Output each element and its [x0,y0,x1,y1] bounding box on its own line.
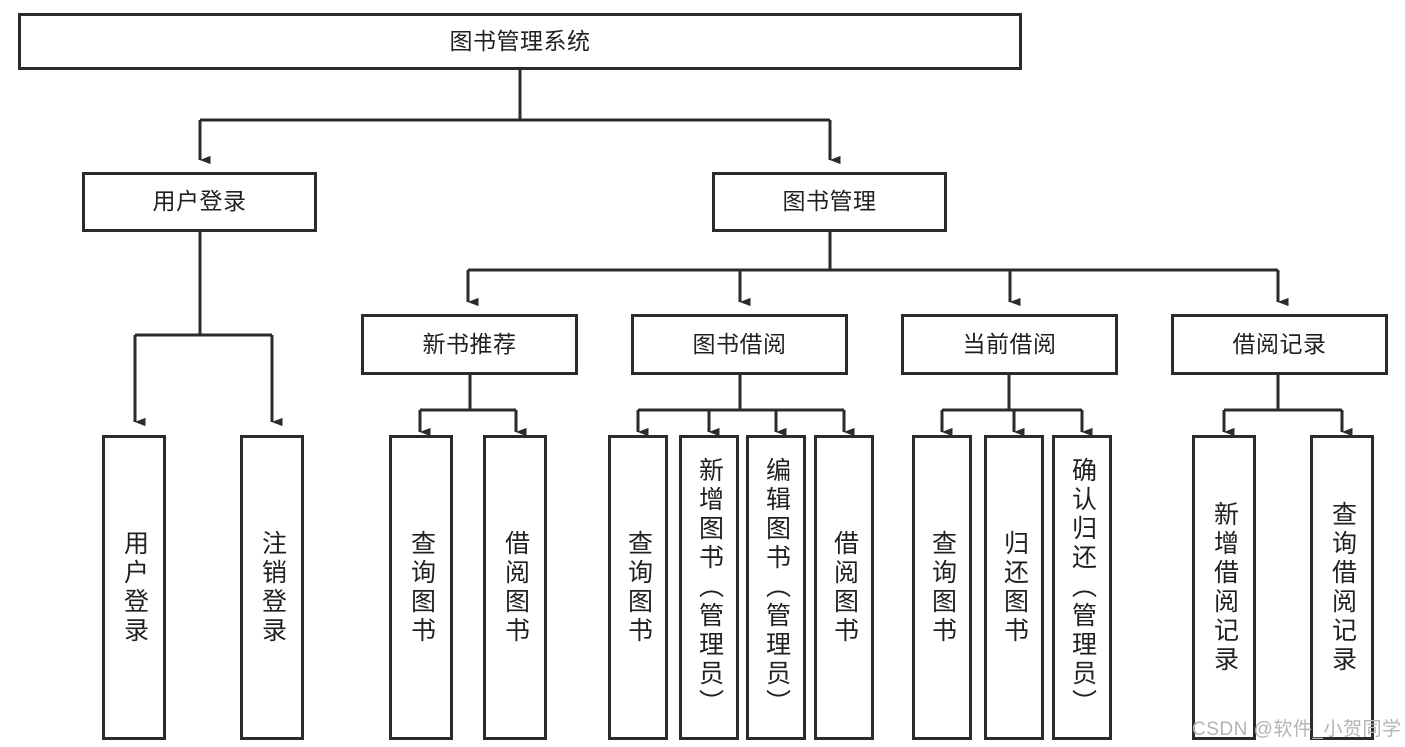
node-label: 用户登录 [152,188,247,215]
node-label: 确认归还（管理员） [1068,457,1097,718]
csdn-watermark: CSDN @软件_小贺同学 [1192,719,1402,740]
node-label: 新增图书（管理员） [695,457,724,718]
node-label: 查询图书 [928,529,957,646]
node-book-management[interactable]: 图书管理 [712,172,947,232]
node-leaf-borrow-book-recommend[interactable]: 借阅图书 [483,435,547,740]
node-leaf-add-book-admin[interactable]: 新增图书（管理员） [679,435,739,740]
node-label: 注销登录 [258,529,287,646]
node-label: 新增借阅记录 [1210,500,1239,675]
node-leaf-return-book[interactable]: 归还图书 [984,435,1044,740]
node-user-login[interactable]: 用户登录 [82,172,317,232]
node-leaf-user-login[interactable]: 用户登录 [102,435,166,740]
node-label: 用户登录 [120,529,149,646]
node-label: 借阅记录 [1232,330,1327,357]
node-leaf-borrow-book[interactable]: 借阅图书 [814,435,874,740]
node-new-book-recommend[interactable]: 新书推荐 [361,314,578,375]
node-label: 查询图书 [407,529,436,646]
node-leaf-query-book-recommend[interactable]: 查询图书 [389,435,453,740]
node-root-book-management-system[interactable]: 图书管理系统 [18,13,1022,70]
node-leaf-query-book-current[interactable]: 查询图书 [912,435,972,740]
node-label: 查询图书 [624,529,653,646]
node-book-borrow[interactable]: 图书借阅 [631,314,848,375]
node-borrow-record[interactable]: 借阅记录 [1171,314,1388,375]
node-leaf-logout-login[interactable]: 注销登录 [240,435,304,740]
node-label: 当前借阅 [962,330,1057,357]
node-leaf-edit-book-admin[interactable]: 编辑图书（管理员） [746,435,806,740]
node-label: 借阅图书 [830,529,859,646]
node-label: 图书借阅 [692,330,787,357]
node-label: 图书管理 [782,188,877,215]
node-leaf-query-book-borrow[interactable]: 查询图书 [608,435,668,740]
node-label: 归还图书 [1000,529,1029,646]
node-label: 借阅图书 [501,529,530,646]
node-label: 图书管理系统 [449,27,591,54]
node-label: 查询借阅记录 [1328,500,1357,675]
node-leaf-add-borrow-record[interactable]: 新增借阅记录 [1192,435,1256,740]
node-leaf-confirm-return-admin[interactable]: 确认归还（管理员） [1052,435,1112,740]
node-label: 新书推荐 [422,330,517,357]
node-label: 编辑图书（管理员） [762,457,791,718]
node-current-borrow[interactable]: 当前借阅 [901,314,1118,375]
node-leaf-query-borrow-record[interactable]: 查询借阅记录 [1310,435,1374,740]
